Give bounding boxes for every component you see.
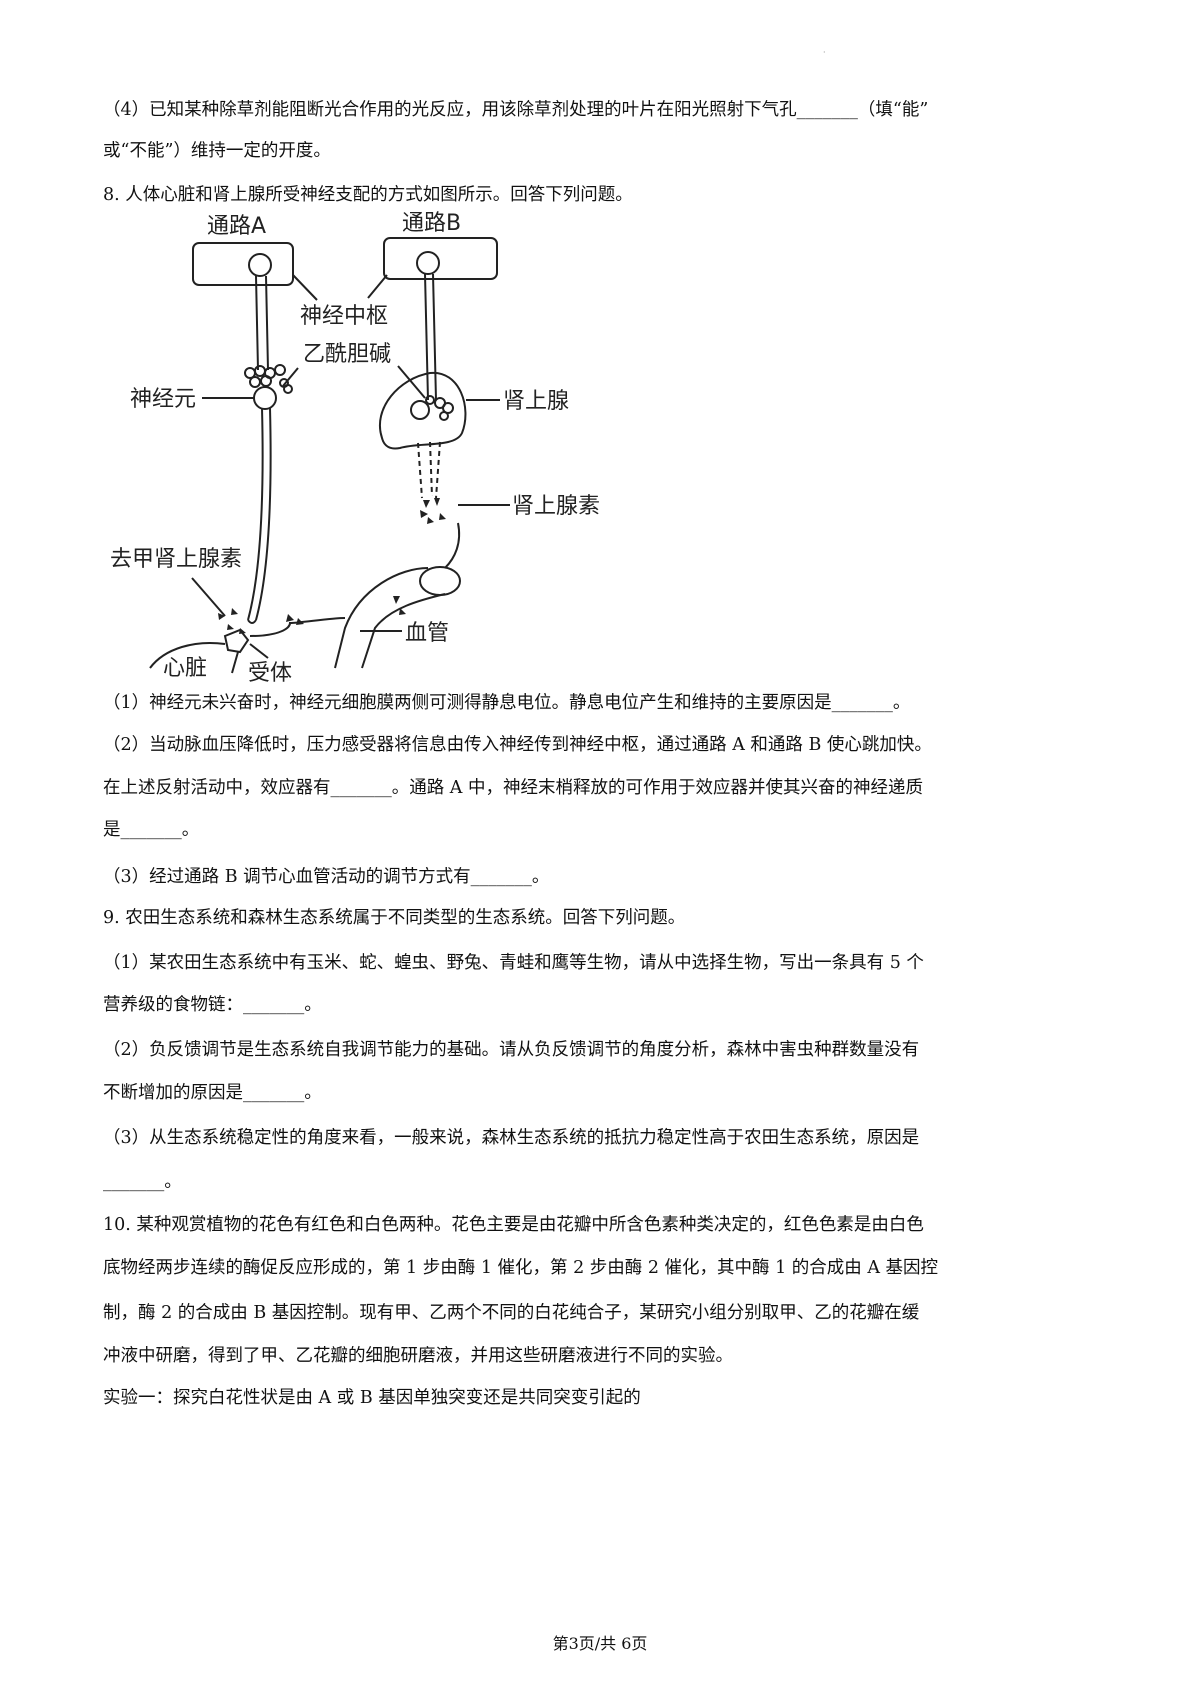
epinephrine-molecules <box>420 498 446 524</box>
receptor-shape <box>223 628 250 654</box>
text-line: 或“不能”）维持一定的开度。 <box>103 141 331 161</box>
page-footer: 第3页/共 6页 <box>552 1634 648 1653</box>
question-9-title: 9. 农田生态系统和森林生态系统属于不同类型的生态系统。回答下列问题。 <box>103 908 686 928</box>
label-acetylcholine: 乙酰胆碱 <box>303 342 391 367</box>
adrenal-gland-shape <box>379 371 467 450</box>
diagram-stroke: 通路A 通路B 神经中枢 乙酰胆碱 神经元 肾上腺 肾上腺素 去甲肾上腺素 血管… <box>110 211 600 686</box>
molecules-in-blood <box>218 596 406 634</box>
text-line: 在上述反射活动中，效应器有_______。通路 A 中，神经末梢释放的可作用于效… <box>103 778 924 798</box>
neuron-a-cell-body <box>248 253 272 277</box>
text-line: 营养级的食物链：_______。 <box>103 995 322 1015</box>
norepinephrine-pointer <box>191 577 226 617</box>
question-8-title: 8. 人体心脏和肾上腺所受神经支配的方式如图所示。回答下列问题。 <box>103 185 633 205</box>
acetylcholine-pointer-a <box>282 367 299 387</box>
text-line: （2）负反馈调节是生态系统自我调节能力的基础。请从负反馈调节的角度分析，森林中害… <box>103 1040 920 1060</box>
text-line: （1）神经元未兴奋时，神经元细胞膜两侧可测得静息电位。静息电位产生和维持的主要原… <box>103 693 911 713</box>
diagram-stroke <box>423 500 430 508</box>
text-line: （2）当动脉血压降低时，压力感受器将信息由传入神经传到神经中枢，通过通路 A 和… <box>103 735 932 755</box>
text-line: （3）经过通路 B 调节心血管活动的调节方式有_______。 <box>103 867 550 887</box>
diagram-stroke <box>227 624 234 630</box>
text-line: _______。 <box>103 1172 182 1192</box>
text-line: 不断增加的原因是_______。 <box>103 1083 322 1103</box>
text-line: 是_______。 <box>103 820 200 840</box>
label-epinephrine: 肾上腺素 <box>512 494 600 519</box>
neuron-a-body <box>253 386 277 410</box>
neuron-b-cell-body <box>416 251 440 275</box>
diagram-stroke <box>410 400 430 420</box>
nerve-center-box-a <box>192 242 294 286</box>
receptor-pointer <box>231 643 269 674</box>
diagram-stroke <box>218 613 225 620</box>
nerve-pathway-diagram: 通路A 通路B 神经中枢 乙酰胆碱 神经元 肾上腺 肾上腺素 去甲肾上腺素 血管… <box>110 211 600 686</box>
diagram-stroke <box>283 384 293 394</box>
diagram-stroke <box>286 614 294 622</box>
label-blood-vessel: 血管 <box>405 621 449 646</box>
diagram-stroke <box>260 375 272 387</box>
text-line: 制，酶 2 的合成由 B 基因控制。现有甲、乙两个不同的白花纯合子，某研究小组分… <box>103 1303 920 1323</box>
heart-outline <box>149 642 226 669</box>
diagram-stroke <box>427 517 434 524</box>
nerve-center-box-b <box>383 237 498 280</box>
acetylcholine-pointer-b <box>397 365 426 399</box>
label-nerve-center: 神经中枢 <box>300 304 388 329</box>
text-line: （3）从生态系统稳定性的角度来看，一般来说，森林生态系统的抵抗力稳定性高于农田生… <box>103 1128 920 1148</box>
text-line: 底物经两步连续的酶促反应形成的，第 1 步由酶 1 催化，第 2 步由酶 2 催… <box>103 1258 939 1278</box>
diagram-stroke <box>254 365 266 377</box>
label-pathway-a: 通路A <box>207 214 266 239</box>
diagram-stroke <box>274 364 286 376</box>
label-neuron: 神经元 <box>130 387 196 412</box>
scan-dot: · <box>823 48 826 57</box>
text-line: 冲液中研磨，得到了甲、乙花瓣的细胞研磨液，并用这些研磨液进行不同的实验。 <box>103 1346 733 1366</box>
diagram-stroke <box>399 608 406 615</box>
diagram-stroke <box>231 608 238 615</box>
question-10-title: 10. 某种观赏植物的花色有红色和白色两种。花色主要是由花瓣中所含色素种类决定的… <box>103 1215 924 1235</box>
diagram-stroke <box>439 411 449 421</box>
neuron-a-fiber <box>247 407 272 621</box>
label-heart: 心脏 <box>163 656 207 681</box>
label-pathway-b: 通路B <box>402 211 461 236</box>
diagram-stroke <box>425 395 435 405</box>
vesicles-a <box>244 364 293 394</box>
blood-vessel-shape <box>334 567 446 669</box>
diagram-stroke <box>296 618 304 625</box>
diagram-group: 通路A 通路B 神经中枢 乙酰胆碱 神经元 肾上腺 肾上腺素 去甲肾上腺素 血管… <box>110 211 600 686</box>
diagram-stroke <box>434 498 440 506</box>
diagram-stroke <box>420 510 428 518</box>
diagram-stroke <box>249 376 261 388</box>
epinephrine-path <box>444 522 461 569</box>
label-adrenal-gland: 肾上腺 <box>503 389 569 414</box>
epinephrine-release-arrows <box>417 441 441 499</box>
text-line: （4）已知某种除草剂能阻断光合作用的光反应，用该除草剂处理的叶片在阳光照射下气孔… <box>103 100 929 120</box>
text-line: （1）某农田生态系统中有玉米、蛇、蝗虫、野兔、青蛙和鹰等生物，请从中选择生物，写… <box>103 953 924 973</box>
diagram-stroke <box>247 619 257 624</box>
diagram-stroke <box>439 513 446 520</box>
neuron-b-axon <box>424 273 437 401</box>
experiment-one: 实验一：探究白花性状是由 A 或 B 基因单独突变还是共同突变引起的 <box>103 1388 641 1408</box>
diagram-stroke <box>419 566 461 596</box>
neuron-a-axon <box>255 275 269 371</box>
label-receptor: 受体 <box>248 661 292 686</box>
nerve-center-pointer <box>292 274 388 301</box>
blood-flow-arrow <box>249 617 346 637</box>
diagram-stroke <box>393 596 400 604</box>
label-norepinephrine: 去甲肾上腺素 <box>110 547 242 572</box>
